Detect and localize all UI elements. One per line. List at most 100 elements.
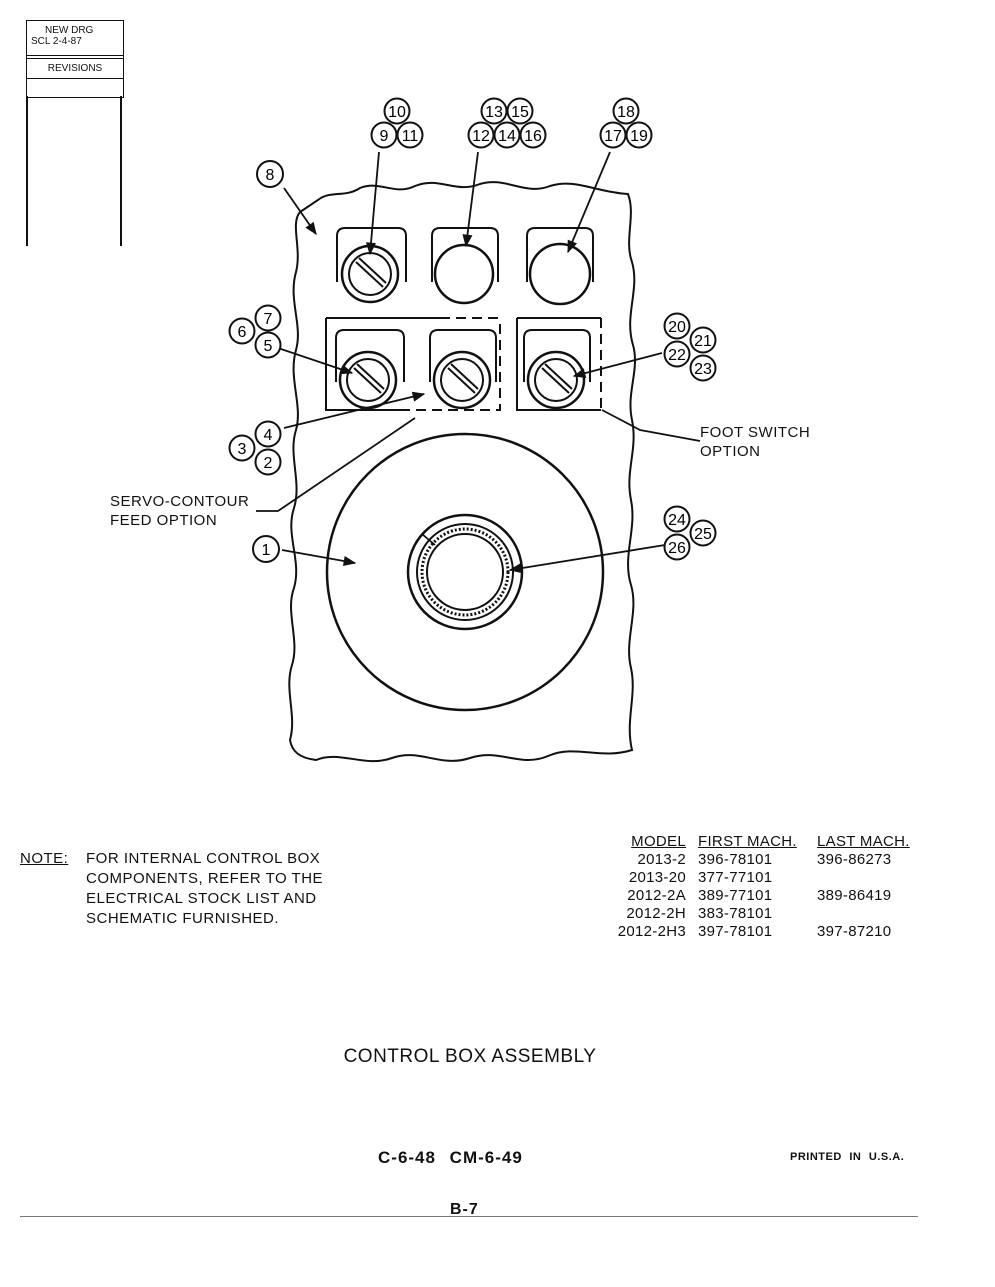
callout-25: 25 [689, 519, 717, 547]
callout-3: 3 [228, 434, 256, 462]
callout-26: 26 [663, 533, 691, 561]
callout-10: 10 [383, 97, 411, 125]
note-line: SCHEMATIC FURNISHED. [86, 910, 280, 927]
svg-text:18: 18 [617, 104, 635, 121]
revision-block: NEW DRG SCL 2-4-87 REVISIONS [26, 20, 124, 98]
switch-mid-1 [335, 329, 405, 410]
model-column: MODEL 2013-2 2013-20 2012-2A 2012-2H 201… [598, 833, 686, 941]
drawing-title: CONTROL BOX ASSEMBLY [343, 1046, 597, 1067]
table-cell: 377-77101 [698, 869, 773, 886]
callout-1: 1 [252, 535, 280, 563]
callout-17: 17 [599, 121, 627, 149]
drawing-numbers: C-6-48 CM-6-49 [378, 1148, 523, 1167]
table-cell: 2012-2A [627, 887, 686, 904]
table-cell: 396-78101 [698, 851, 773, 868]
switch-mid-3 [523, 329, 591, 410]
svg-text:24: 24 [668, 512, 686, 529]
svg-text:2: 2 [264, 455, 273, 472]
table-cell [817, 905, 922, 923]
page-number: B-7 [450, 1201, 479, 1218]
note-line: FOR INTERNAL CONTROL BOX [86, 850, 321, 867]
revision-line-2: SCL 2-4-87 [31, 36, 82, 47]
svg-text:25: 25 [694, 526, 712, 543]
box-break-outline [288, 181, 637, 763]
callout-9: 9 [370, 121, 398, 149]
table-cell: 397-87210 [817, 923, 892, 940]
note-text: FOR INTERNAL CONTROL BOX COMPONENTS, REF… [86, 849, 386, 929]
callout-14: 14 [493, 121, 521, 149]
note-line: ELECTRICAL STOCK LIST AND [86, 890, 317, 907]
table-cell: 389-77101 [698, 887, 773, 904]
foot-switch-option-label: FOOT SWITCH OPTION [700, 423, 810, 461]
svg-text:6: 6 [238, 324, 247, 341]
table-cell: 383-78101 [698, 905, 773, 922]
callout-5: 5 [254, 331, 282, 359]
callout-11: 11 [396, 121, 424, 149]
svg-text:5: 5 [264, 338, 273, 355]
table-cell: 397-78101 [698, 923, 773, 940]
svg-text:3: 3 [238, 441, 247, 458]
foot-switch-line-1: FOOT SWITCH [700, 424, 811, 441]
servo-contour-option-label: SERVO-CONTOUR FEED OPTION [110, 492, 249, 530]
table-cell: 2012-2H [626, 905, 686, 922]
svg-text:11: 11 [402, 128, 419, 145]
printed-in-usa: PRINTED IN U.S.A. [790, 1151, 905, 1163]
svg-text:26: 26 [668, 540, 686, 557]
svg-text:14: 14 [498, 128, 516, 145]
svg-text:8: 8 [266, 167, 275, 184]
svg-text:23: 23 [694, 361, 712, 378]
table-cell: 389-86419 [817, 887, 892, 904]
table-cell: 2013-2 [637, 851, 686, 868]
last-mach-column: LAST MACH. 396-86273 389-86419 397-87210 [817, 833, 922, 941]
callout-23: 23 [689, 354, 717, 382]
callout-4: 4 [254, 420, 282, 448]
callout-20: 20 [663, 312, 691, 340]
callout-24: 24 [663, 505, 691, 533]
svg-text:19: 19 [630, 128, 648, 145]
svg-text:10: 10 [388, 104, 406, 121]
callout-16: 16 [519, 121, 547, 149]
switch-mid-2 [429, 329, 497, 410]
callout-13: 13 [480, 97, 508, 125]
callout-8: 8 [256, 160, 284, 188]
svg-text:7: 7 [264, 311, 273, 328]
revision-left-rule [26, 96, 28, 246]
first-mach-column: FIRST MACH. 396-78101 377-77101 389-7710… [698, 833, 808, 941]
callout-18: 18 [612, 97, 640, 125]
svg-text:21: 21 [694, 333, 712, 350]
table-cell: 396-86273 [817, 851, 892, 868]
dial-assembly [325, 432, 605, 712]
table-header-model: MODEL [631, 833, 686, 850]
svg-text:9: 9 [380, 128, 389, 145]
revision-right-rule [120, 96, 122, 246]
callout-2: 2 [254, 448, 282, 476]
svg-text:22: 22 [668, 347, 686, 364]
switch-top-3 [526, 227, 594, 306]
switch-top-2 [431, 227, 499, 305]
svg-text:1: 1 [262, 542, 271, 559]
svg-text:20: 20 [668, 319, 686, 336]
note-key: NOTE: [20, 850, 69, 867]
table-header-last-mach: LAST MACH. [817, 833, 910, 850]
callout-22: 22 [663, 340, 691, 368]
model-table: MODEL 2013-2 2013-20 2012-2A 2012-2H 201… [598, 833, 918, 943]
table-cell: 2013-20 [628, 869, 686, 886]
revision-line-1: NEW DRG [45, 25, 94, 36]
callout-19: 19 [625, 121, 653, 149]
servo-line-1: SERVO-CONTOUR [110, 493, 250, 510]
svg-text:13: 13 [485, 104, 503, 121]
servo-line-2: FEED OPTION [110, 512, 218, 529]
revisions-label: REVISIONS [27, 58, 123, 79]
svg-text:4: 4 [264, 427, 273, 444]
table-cell [817, 869, 922, 887]
svg-text:15: 15 [511, 104, 529, 121]
callout-6: 6 [228, 317, 256, 345]
svg-text:16: 16 [524, 128, 542, 145]
note-line: COMPONENTS, REFER TO THE [86, 870, 324, 887]
table-header-first-mach: FIRST MACH. [698, 833, 797, 850]
callout-15: 15 [506, 97, 534, 125]
callout-21: 21 [689, 326, 717, 354]
footer-rule [20, 1216, 918, 1217]
svg-text:12: 12 [472, 128, 490, 145]
